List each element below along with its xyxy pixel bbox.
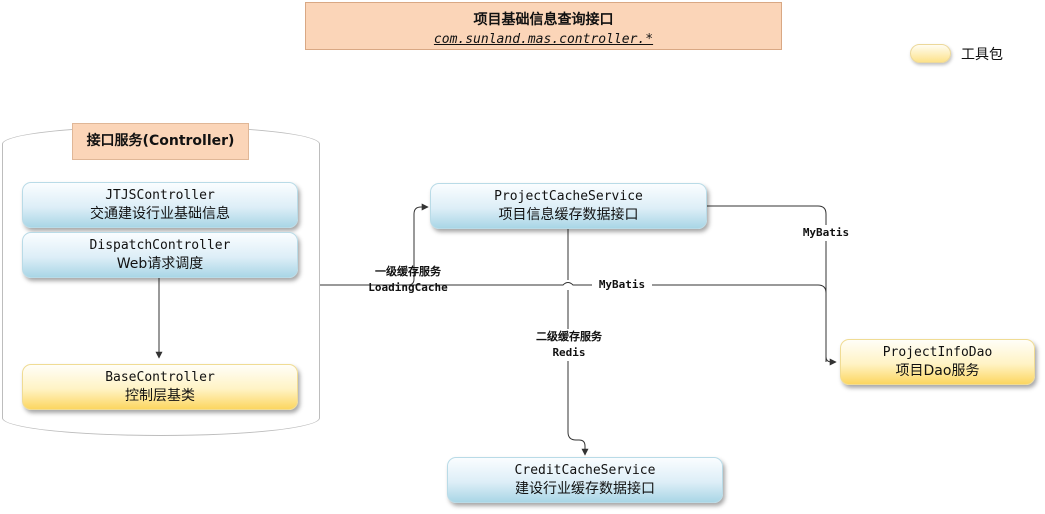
edge-project-cache-to-credit-lower — [567, 290, 589, 456]
diagram-package: com.sunland.mas.controller.* — [433, 32, 654, 47]
edge-label-first-cache-tech: LoadingCache — [368, 281, 448, 294]
edge-label-first-cache-title: 一级缓存服务 — [375, 265, 441, 278]
node-jtjs-controller-desc: 交通建设行业基础信息 — [90, 206, 230, 222]
node-dispatch-controller-desc: Web请求调度 — [116, 256, 204, 272]
node-credit-cache-service[interactable]: CreditCacheService 建设行业缓存数据接口 — [447, 457, 723, 503]
legend-label: 工具包 — [961, 47, 1003, 63]
edge-controller-to-dao — [320, 282, 837, 366]
node-project-cache-service-name: ProjectCacheService — [494, 189, 643, 204]
diagram-title-box: 项目基础信息查询接口 com.sunland.mas.controller.* — [305, 2, 782, 50]
node-credit-cache-service-name: CreditCacheService — [514, 463, 656, 478]
node-project-info-dao-desc: 项目Dao服务 — [895, 363, 980, 379]
edge-project-cache-to-dao — [707, 205, 827, 362]
controller-container-label: 接口服务(Controller) — [72, 123, 249, 160]
legend-swatch — [910, 44, 951, 63]
node-base-controller[interactable]: BaseController 控制层基类 — [22, 364, 298, 410]
edge-label-mybatis-mid: MyBatis — [592, 277, 652, 293]
node-project-cache-service[interactable]: ProjectCacheService 项目信息缓存数据接口 — [430, 183, 707, 229]
node-jtjs-controller-name: JTJSController — [105, 188, 215, 203]
edge-label-first-cache: 一级缓存服务 LoadingCache — [356, 264, 460, 296]
edge-label-mybatis-top: MyBatis — [796, 225, 856, 241]
node-dispatch-controller[interactable]: DispatchController Web请求调度 — [22, 232, 298, 278]
diagram-title: 项目基础信息查询接口 — [473, 12, 614, 28]
node-project-info-dao[interactable]: ProjectInfoDao 项目Dao服务 — [840, 339, 1035, 385]
node-credit-cache-service-desc: 建设行业缓存数据接口 — [515, 481, 655, 497]
node-project-info-dao-name: ProjectInfoDao — [882, 345, 993, 360]
node-jtjs-controller[interactable]: JTJSController 交通建设行业基础信息 — [22, 182, 298, 228]
node-base-controller-name: BaseController — [105, 370, 215, 385]
node-dispatch-controller-name: DispatchController — [89, 238, 231, 253]
edge-label-second-cache-title: 二级缓存服务 — [536, 330, 602, 343]
edge-label-second-cache: 二级缓存服务 Redis — [519, 329, 619, 361]
node-base-controller-desc: 控制层基类 — [125, 388, 195, 404]
edge-label-second-cache-tech: Redis — [552, 346, 586, 359]
node-project-cache-service-desc: 项目信息缓存数据接口 — [498, 207, 639, 223]
